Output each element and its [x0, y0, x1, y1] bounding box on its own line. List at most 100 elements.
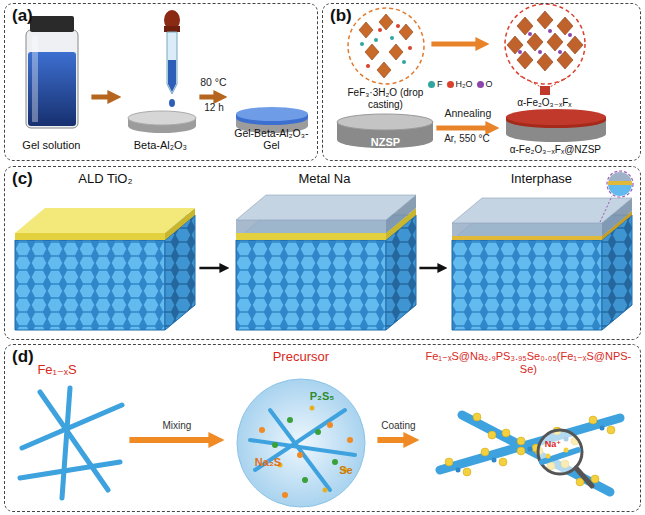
oxyfluoride-crystal [547, 33, 563, 51]
magnifier [564, 448, 569, 453]
fluoride-crystal [396, 24, 400, 28]
oxyfluoride-crystal [527, 33, 543, 51]
legend: FH₂OO [428, 79, 497, 89]
process-arrow [431, 42, 479, 47]
stage-label: Interphase [511, 172, 572, 187]
fluoride-crystal [348, 8, 424, 84]
oxyfluoride-crystal [517, 17, 533, 35]
legend-swatch [477, 81, 484, 88]
nzsp-disc [337, 114, 433, 148]
iron-sulfide-rods [20, 388, 122, 498]
gel-vial [26, 16, 78, 128]
fluoride-crystal [389, 44, 403, 60]
precursor-solution [315, 429, 321, 435]
arrow-label: Annealing [445, 108, 492, 120]
legend-item: O [477, 79, 493, 89]
stage-label: Metal Na [298, 172, 350, 187]
electrolyte-block [608, 185, 632, 196]
oxyfluoride-crystal [505, 4, 585, 95]
coated-rods [517, 447, 525, 455]
annotation-label: Na₂S [255, 456, 281, 468]
process-arrow [129, 437, 213, 443]
legend-item: H₂O [447, 79, 473, 89]
precursor-solution [287, 417, 293, 423]
oxyfluoride-crystal [505, 4, 585, 84]
iron-sulfide-rods [62, 388, 70, 498]
precursor-solution [255, 410, 345, 470]
legend-text: H₂O [456, 79, 473, 89]
electrolyte-block [608, 172, 632, 181]
electrolyte-block [236, 195, 416, 240]
annotation-label: Ar, 550 °C [444, 133, 490, 144]
oxyfluoride-crystal [507, 11, 583, 71]
precursor-solution [278, 463, 283, 468]
precursor-solution [250, 410, 355, 490]
stage-label: Gel solution [22, 139, 80, 152]
oxyfluoride-crystal [518, 50, 522, 54]
coated-rods [445, 458, 453, 466]
fluoride-crystal [365, 44, 379, 60]
precursor-solution [343, 468, 348, 473]
electrolyte-block [236, 233, 386, 240]
gel-vial [32, 36, 38, 122]
coated-rods [499, 458, 507, 466]
fluoride-crystal [366, 24, 412, 68]
coated-rods [456, 468, 461, 473]
coated-rods [607, 426, 615, 434]
fluoride-crystal [374, 38, 378, 42]
oxyfluoride-crystal [540, 86, 550, 95]
coated-rods [440, 418, 620, 470]
electrolyte-block [452, 171, 633, 330]
panel-frame: (c)ALD TiO₂Metal NaInterphase [4, 166, 641, 340]
fluoride-crystal [366, 64, 370, 68]
stage-label: Fe₁₋ₓS@Na₂.₉PS₃.₉₅Se₀.₀₅(Fe₁₋ₓS@NPS-Se) [422, 350, 634, 375]
stage-label: FeF₃·3H₂O (drop casting) [342, 87, 428, 110]
coated-rods [445, 413, 615, 486]
stage-label: Beta-Al₂O₃ [134, 139, 187, 152]
gel-vial [26, 30, 78, 128]
oxyfluoride-crystal [517, 51, 533, 69]
precursor-solution [347, 437, 353, 443]
legend-swatch [447, 81, 454, 88]
electrolyte-block [608, 172, 632, 196]
magnifier [542, 450, 578, 462]
panel-label: (a) [12, 6, 33, 26]
magnifier [538, 430, 592, 486]
electrolyte-block [236, 195, 416, 330]
electrolyte-block [608, 181, 632, 185]
magnifier [576, 468, 592, 486]
process-stage: Fe₁₋ₓS [11, 363, 129, 503]
annotation-label: Se [339, 464, 352, 476]
gel-coated-disc [236, 107, 308, 121]
annotation-label: Na⁺ [545, 440, 561, 450]
process-stage: Interphase [447, 169, 635, 334]
fluoride-crystal [377, 62, 391, 78]
dropper [168, 60, 176, 92]
precursor-solution [323, 488, 328, 493]
oxyfluoride-crystal [538, 50, 542, 54]
process-stage: Beta-Al₂O₃ [121, 39, 199, 154]
electrolyte-block [15, 208, 195, 240]
fluoride-crystal [360, 36, 406, 64]
fluoride-crystal [359, 14, 413, 78]
precursor-solution [332, 459, 338, 465]
panel-label: (b) [330, 6, 352, 26]
coated-rods [589, 416, 597, 424]
oxyfluoride-crystal [567, 36, 583, 54]
process-arrow [199, 267, 222, 270]
iron-sulfide-rods [20, 462, 120, 478]
oxyfluoride-crystal [557, 17, 573, 35]
precursor-solution [259, 422, 353, 498]
precursor-solution [237, 379, 365, 507]
precursor-solution [272, 417, 338, 483]
oxyfluoride-crystal [537, 53, 553, 71]
process-arrow [419, 267, 440, 270]
dropper [167, 32, 177, 94]
fluoride-crystal [360, 42, 364, 46]
precursor-solution [259, 427, 265, 433]
coated-rods [481, 448, 489, 456]
nzsp-disc [337, 114, 433, 130]
process-stage: Fe₁₋ₓS@Na₂.₉PS₃.₉₅Se₀.₀₅(Fe₁₋ₓS@NPS-Se) [419, 347, 637, 507]
magnifier [546, 454, 551, 459]
